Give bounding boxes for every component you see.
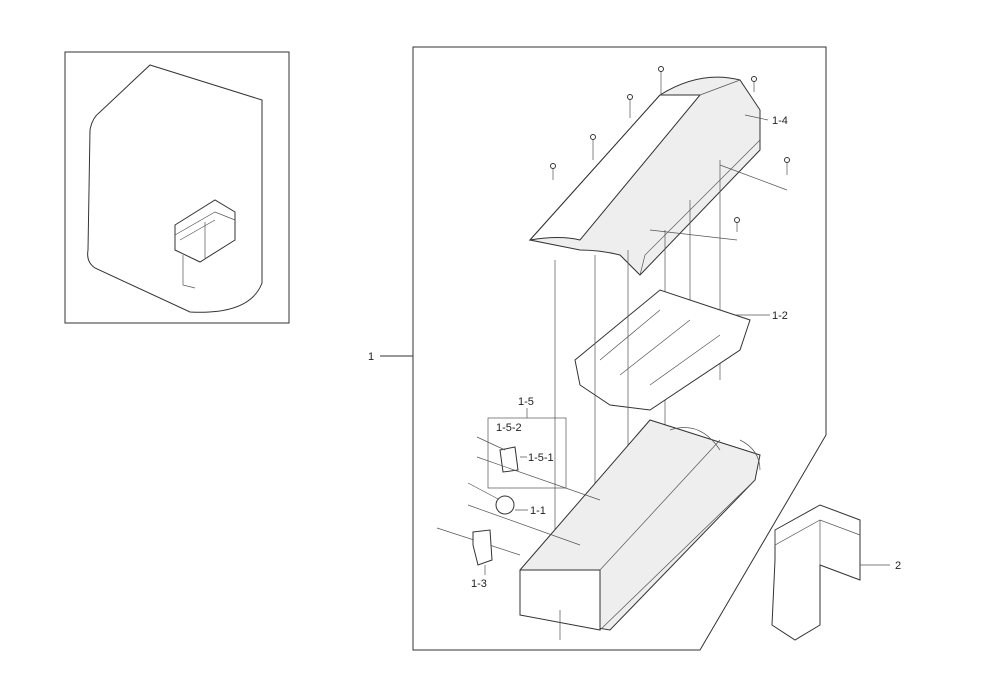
label-1-5-1: 1-5-1: [528, 452, 554, 464]
thermostat-part: [499, 446, 519, 473]
label-1-4: 1-4: [772, 115, 788, 127]
heater-housing-part: [519, 419, 761, 640]
label-1-1: 1-1: [530, 505, 546, 517]
assembly-frame: [412, 46, 827, 651]
label-1-5: 1-5: [518, 396, 534, 408]
overview-inset: [64, 51, 290, 324]
label-1-2: 1-2: [772, 310, 788, 322]
label-1-5-2: 1-5-2: [496, 422, 522, 434]
clip-part: [472, 529, 493, 566]
label-1: 1: [368, 351, 374, 363]
bracket-part: [771, 504, 861, 641]
duct-cover-part: [528, 76, 761, 440]
fuse-part: [495, 495, 515, 515]
label-1-3: 1-3: [471, 578, 487, 590]
heater-plate-part: [574, 289, 751, 411]
label-2: 2: [895, 560, 901, 572]
screws: [550, 66, 790, 241]
